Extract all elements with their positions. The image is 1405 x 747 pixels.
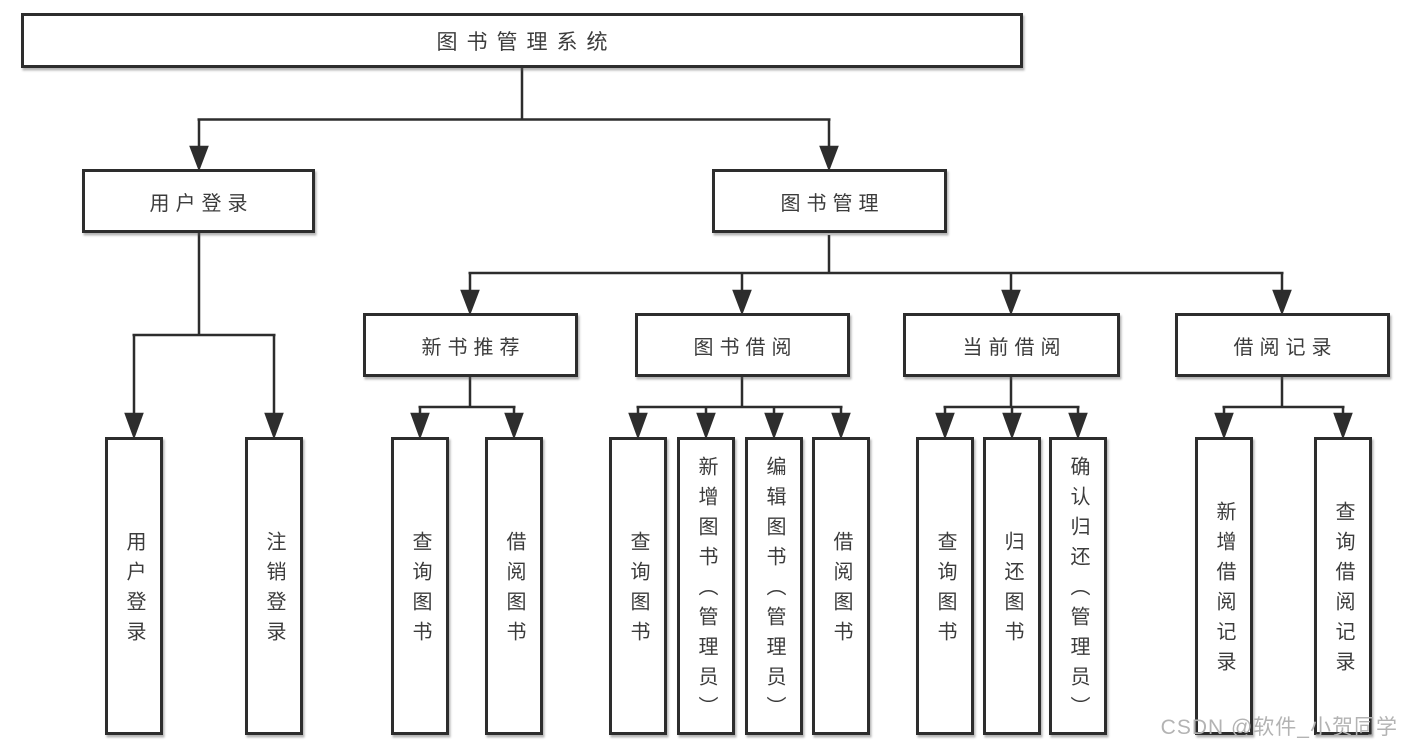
node-leaf-borrow-book-recommend: 借阅图书 <box>485 437 543 735</box>
connector-book-borrow-to-leaves <box>628 377 851 440</box>
node-label: 新书推荐 <box>421 336 526 359</box>
node-label: 借阅图书 <box>830 531 852 651</box>
node-root-system: 图书管理系统 <box>21 13 1023 68</box>
node-leaf-add-borrow-record: 新增借阅记录 <box>1195 437 1253 735</box>
connector-current-borrow-to-leaves <box>935 377 1088 440</box>
node-label: 图书管理 <box>780 192 885 215</box>
node-label: 当前借阅 <box>962 336 1067 359</box>
node-label: 借阅图书 <box>503 531 525 651</box>
node-label: 确认归还（管理员） <box>1067 456 1089 726</box>
connector-root-to-level2 <box>189 68 839 172</box>
node-book-borrow: 图书借阅 <box>635 313 850 377</box>
connector-borrow-record-to-leaves <box>1214 377 1353 440</box>
connector-book-mgmt-to-level3 <box>460 235 1292 316</box>
node-leaf-return-book: 归还图书 <box>983 437 1041 735</box>
node-leaf-search-borrow-record: 查询借阅记录 <box>1314 437 1372 735</box>
node-label: 借阅记录 <box>1233 336 1338 359</box>
node-label: 用户登录 <box>123 531 145 651</box>
connector-user-login-to-leaves <box>124 233 284 440</box>
node-leaf-borrow-book: 借阅图书 <box>812 437 870 735</box>
node-label: 查询图书 <box>627 531 649 651</box>
node-label: 归还图书 <box>1001 531 1023 651</box>
node-label: 查询图书 <box>934 531 956 651</box>
node-borrow-record: 借阅记录 <box>1175 313 1390 377</box>
node-leaf-logout: 注销登录 <box>245 437 303 735</box>
node-leaf-search-current: 查询图书 <box>916 437 974 735</box>
node-new-book-recommend: 新书推荐 <box>363 313 578 377</box>
node-label: 图书管理系统 <box>436 30 617 54</box>
connector-new-book-to-leaves <box>410 377 524 440</box>
node-book-management: 图书管理 <box>712 169 947 233</box>
node-label: 编辑图书（管理员） <box>763 456 785 726</box>
node-leaf-search-book-recommend: 查询图书 <box>391 437 449 735</box>
node-label: 查询图书 <box>409 531 431 651</box>
node-leaf-user-login: 用户登录 <box>105 437 163 735</box>
node-label: 新增借阅记录 <box>1213 501 1235 681</box>
node-current-borrow: 当前借阅 <box>903 313 1120 377</box>
node-label: 新增图书（管理员） <box>695 456 717 726</box>
node-user-login: 用户登录 <box>82 169 315 233</box>
node-leaf-edit-book-admin: 编辑图书（管理员） <box>745 437 803 735</box>
node-leaf-search-book: 查询图书 <box>609 437 667 735</box>
node-label: 用户登录 <box>149 192 254 215</box>
csdn-watermark: CSDN @软件_小贺同学 <box>1160 716 1398 739</box>
node-label: 注销登录 <box>263 531 285 651</box>
node-label: 查询借阅记录 <box>1332 501 1354 681</box>
node-leaf-add-book-admin: 新增图书（管理员） <box>677 437 735 735</box>
node-leaf-confirm-return-admin: 确认归还（管理员） <box>1049 437 1107 735</box>
node-label: 图书借阅 <box>693 336 798 359</box>
